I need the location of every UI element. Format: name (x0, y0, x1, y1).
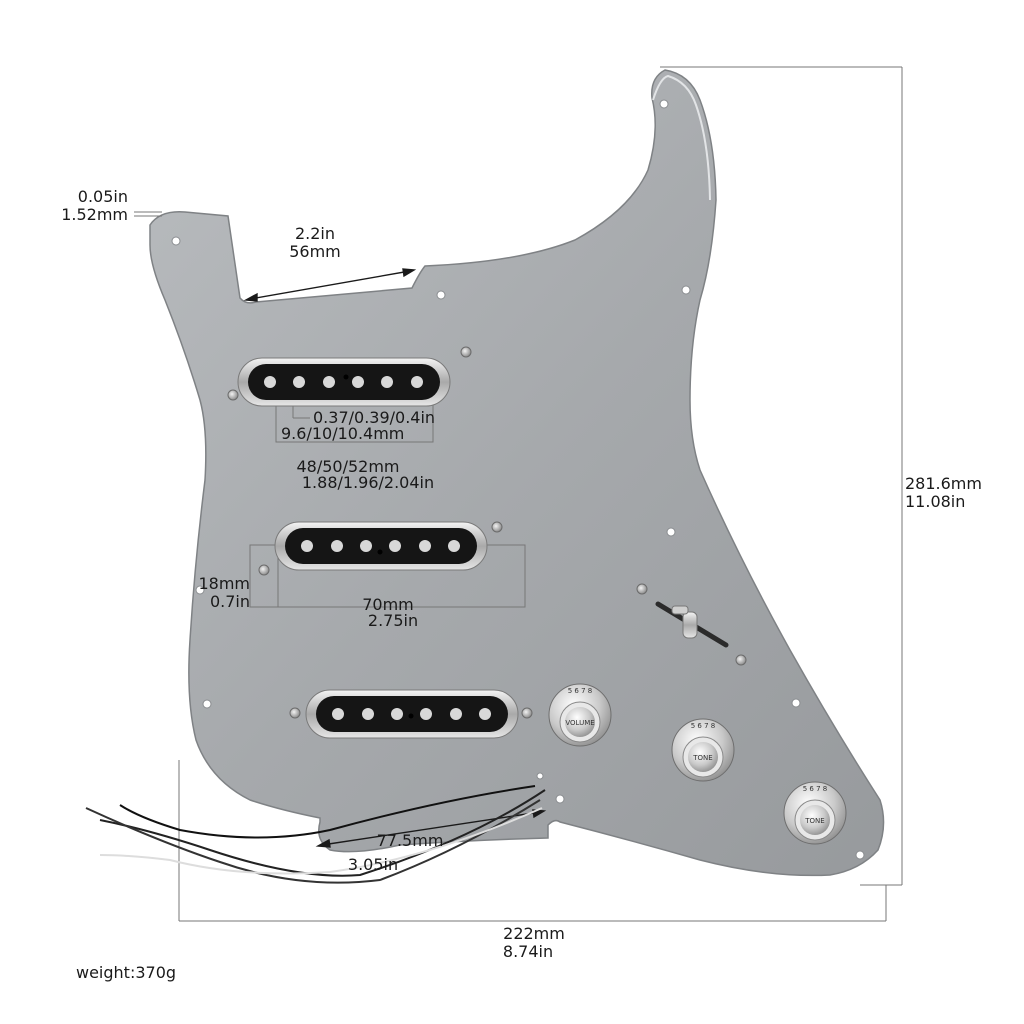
pole-span-in: 1.88/1.96/2.04in (301, 473, 435, 492)
pickguard-bevel (652, 74, 711, 201)
thickness-mm: 1.52mm (61, 205, 128, 224)
mounting-holes (171, 99, 865, 860)
pole-spacing-mm: 9.6/10/10.4mm (281, 424, 405, 443)
knob-label-tone-2: TONE (804, 817, 824, 825)
knob-label-volume: VOLUME (565, 719, 594, 727)
pole-span-mm: 48/50/52mm (296, 457, 400, 476)
pickup-height-mm: 18mm (198, 574, 250, 593)
volume-knob (548, 683, 612, 747)
pickup-length-mm: 70mm (362, 595, 414, 614)
height-in: 11.08in (905, 492, 966, 511)
neck-cutout-mm: 56mm (289, 242, 341, 261)
knob-number-tone-1: 5 6 7 8 (691, 722, 716, 730)
neck-pickup (227, 346, 472, 407)
pole-spacing-in: 0.37/0.39/0.4in (313, 408, 436, 427)
pole-spacing-bracket (275, 403, 434, 443)
knob-number-volume: 5 6 7 8 (568, 687, 593, 695)
bridge-pickup (289, 689, 533, 739)
pickup-height-in: 0.7in (209, 592, 250, 611)
neck-cutout-in: 2.2in (294, 224, 336, 243)
dimension-arrows (243, 268, 547, 848)
width-in: 8.74in (502, 942, 554, 961)
middle-pickup (258, 521, 503, 576)
tone-knob-1 (671, 718, 735, 782)
tone-knob-2 (783, 781, 847, 845)
pickguard-plate (149, 69, 885, 877)
jack-span-in: 3.05in (347, 855, 399, 874)
jack-span-mm: 77.5mm (376, 831, 444, 850)
weight-label: weight:370g (76, 963, 177, 982)
knob-number-tone-2: 5 6 7 8 (803, 785, 828, 793)
knob-label-tone-1: TONE (692, 754, 712, 762)
pickup-length-in: 2.75in (367, 611, 419, 630)
thickness-in: 0.05in (77, 187, 128, 206)
lead-wires (85, 785, 546, 884)
selector-switch (636, 583, 747, 666)
width-mm: 222mm (503, 924, 565, 943)
height-mm: 281.6mm (905, 474, 982, 493)
